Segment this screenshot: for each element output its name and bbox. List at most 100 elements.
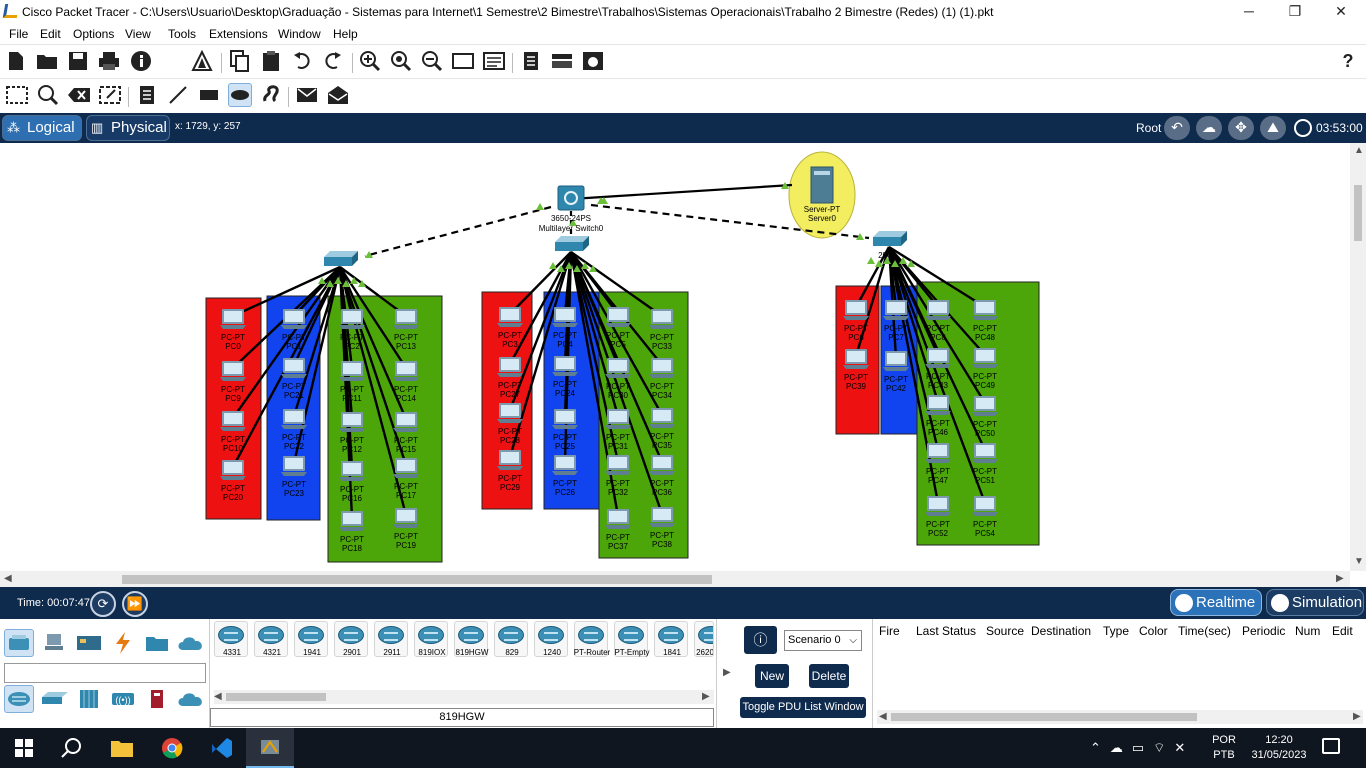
device-1240[interactable]: 1240 [534, 621, 568, 657]
horizontal-scroll-thumb[interactable] [122, 575, 712, 584]
cluster-icon[interactable]: ☁ [1196, 116, 1222, 140]
back-icon[interactable]: ↶ [1164, 116, 1190, 140]
logical-tab[interactable]: ⁂Logical [2, 115, 82, 141]
routers-icon[interactable] [4, 685, 34, 713]
zoom-in-icon[interactable] [358, 49, 382, 73]
menu-tools[interactable]: Tools [168, 27, 197, 41]
zoom-out-icon[interactable] [420, 49, 444, 73]
device-list-scrollbar[interactable]: ◀ ▶ [214, 690, 714, 704]
copy-icon[interactable] [228, 49, 252, 73]
horizontal-scrollbar[interactable]: ◀ ▶ [0, 571, 1350, 587]
viewport-icon[interactable] [550, 49, 574, 73]
topology-canvas[interactable]: PC-PTPC0PC-PTPC9PC-PTPC10PC-PTPC20PC-PTP… [0, 143, 1350, 571]
end-devices-icon[interactable] [40, 629, 70, 657]
vertical-scroll-thumb[interactable] [1354, 185, 1362, 241]
delete-scenario-button[interactable]: Delete [809, 664, 849, 688]
root-label[interactable]: Root [1136, 121, 1162, 135]
help-button[interactable]: ? [1342, 50, 1354, 71]
realtime-mode-button[interactable]: Realtime [1170, 589, 1262, 616]
wireless-devices-icon[interactable]: ((•)) [108, 685, 138, 713]
draw-rectangle-icon[interactable] [197, 83, 221, 107]
menu-options[interactable]: Options [73, 27, 115, 41]
wan-emulation-icon[interactable] [176, 685, 206, 713]
save-icon[interactable] [66, 49, 90, 73]
new-scenario-button[interactable]: New [755, 664, 789, 688]
connections-icon[interactable] [108, 629, 138, 657]
device-2620[interactable]: 2620 [694, 621, 714, 657]
zoom-reset-icon[interactable] [389, 49, 413, 73]
drawing-palette-icon[interactable] [451, 49, 475, 73]
move-viewport-icon[interactable]: ✥ [1228, 116, 1254, 140]
pdu-list-scrollbar[interactable]: ◀ ▶ [877, 710, 1363, 724]
scroll-right-icon[interactable]: ▶ [1336, 573, 1344, 584]
add-simple-pdu-icon[interactable] [295, 83, 319, 107]
scroll-left-icon[interactable]: ◀ [4, 573, 12, 584]
scroll-down-icon[interactable]: ▼ [1354, 556, 1364, 567]
vscode-icon[interactable] [198, 728, 246, 768]
fast-forward-icon[interactable]: ⏩ [122, 591, 148, 617]
device-2911[interactable]: 2911 [374, 621, 408, 657]
draw-ellipse-icon[interactable] [228, 83, 252, 107]
device-1841[interactable]: 1841 [654, 621, 688, 657]
place-note-icon[interactable] [135, 83, 159, 107]
activity-wizard-icon[interactable] [190, 49, 214, 73]
vertical-scrollbar[interactable]: ▲ ▼ [1350, 143, 1366, 571]
pdu-list-scroll-thumb[interactable] [891, 713, 1197, 721]
switches-icon[interactable] [40, 685, 70, 713]
freeform-icon[interactable] [259, 83, 283, 107]
resize-icon[interactable] [98, 83, 122, 107]
miscellaneous-icon[interactable] [142, 629, 172, 657]
scenario-select[interactable]: Scenario 0⌵ [784, 630, 862, 651]
multiuser-icon[interactable] [176, 629, 206, 657]
notifications-icon[interactable] [1322, 738, 1340, 754]
chrome-icon[interactable] [148, 728, 196, 768]
scroll-left-icon[interactable]: ◀ [214, 691, 222, 702]
simulation-mode-button[interactable]: Simulation [1266, 589, 1364, 616]
components-icon[interactable] [74, 629, 104, 657]
network-devices-icon[interactable] [4, 629, 34, 657]
device-category-search[interactable] [4, 663, 206, 683]
scroll-up-icon[interactable]: ▲ [1354, 145, 1364, 156]
device-2901[interactable]: 2901 [334, 621, 368, 657]
collapse-arrow-icon[interactable]: ▶ [723, 667, 731, 678]
info-icon[interactable] [129, 49, 153, 73]
device-pt-router[interactable]: PT-Router [574, 621, 610, 657]
device-829[interactable]: 829 [494, 621, 528, 657]
packet-tracer-taskbar-icon[interactable] [246, 728, 294, 768]
hubs-icon[interactable] [74, 685, 104, 713]
undo-icon[interactable] [290, 49, 314, 73]
file-explorer-icon[interactable] [98, 728, 146, 768]
menu-window[interactable]: Window [278, 27, 321, 41]
open-folder-icon[interactable] [35, 49, 59, 73]
inspect-icon[interactable] [36, 83, 60, 107]
menu-view[interactable]: View [125, 27, 151, 41]
maximize-button[interactable]: ❐ [1288, 3, 1302, 19]
menu-edit[interactable]: Edit [40, 27, 61, 41]
menu-help[interactable]: Help [333, 27, 358, 41]
device-1941[interactable]: 1941 [294, 621, 328, 657]
system-tray-icons[interactable]: ⌃☁▭⌔✕ [1090, 740, 1195, 755]
scenario-info-button[interactable]: ⓘ [744, 626, 777, 654]
delete-icon[interactable] [67, 83, 91, 107]
close-button[interactable]: ✕ [1335, 3, 1347, 19]
security-icon[interactable] [142, 685, 172, 713]
device-4321[interactable]: 4321 [254, 621, 288, 657]
print-icon[interactable] [97, 49, 121, 73]
network-info-icon[interactable] [581, 49, 605, 73]
paste-icon[interactable] [259, 49, 283, 73]
draw-line-icon[interactable] [166, 83, 190, 107]
windows-start-icon[interactable] [0, 728, 48, 768]
minimize-button[interactable]: ─ [1244, 3, 1254, 19]
scroll-right-icon[interactable]: ▶ [1353, 711, 1361, 722]
add-complex-pdu-icon[interactable] [326, 83, 350, 107]
new-file-icon[interactable] [4, 49, 28, 73]
power-cycle-icon[interactable]: ⟳ [90, 591, 116, 617]
toggle-pdu-list-button[interactable]: Toggle PDU List Window [740, 697, 866, 718]
device-4331[interactable]: 4331 [214, 621, 248, 657]
scroll-left-icon[interactable]: ◀ [879, 711, 887, 722]
scroll-right-icon[interactable]: ▶ [702, 691, 710, 702]
search-icon[interactable] [48, 728, 96, 768]
